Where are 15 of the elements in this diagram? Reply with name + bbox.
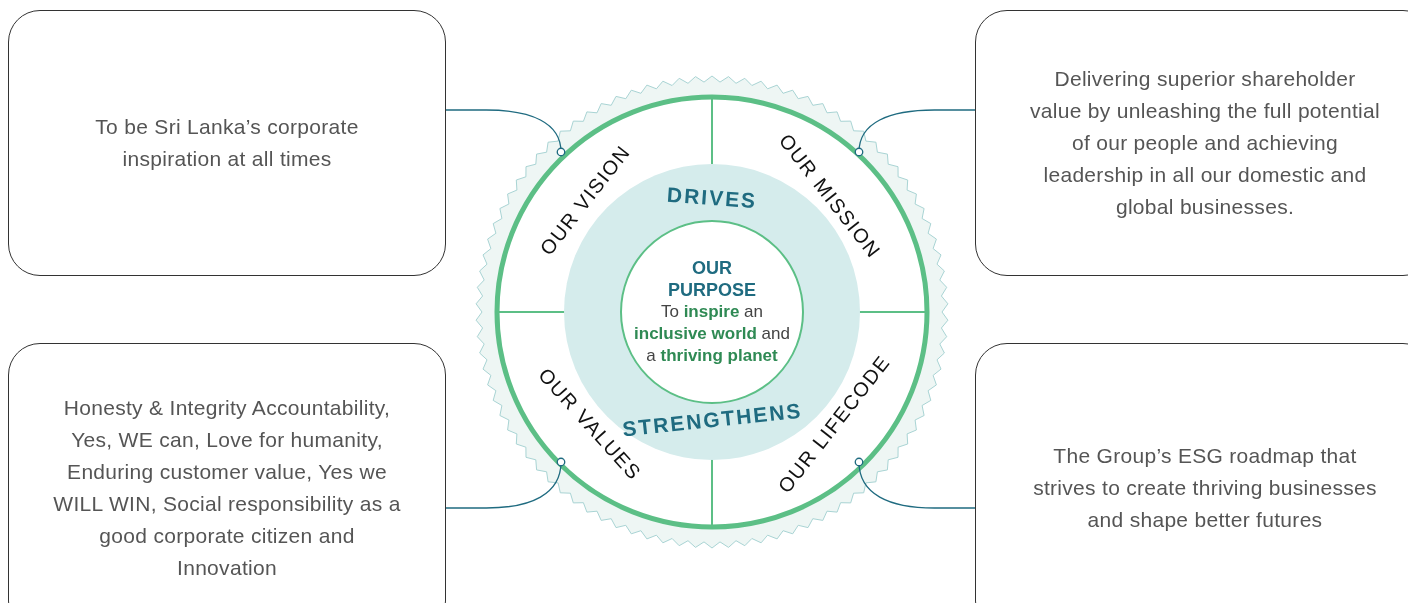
card-text: Honesty & Integrity Accountability, Yes, WE can, Love for humanity, Enduring customer value, Yes we WILL WIN, Social responsibility as a good corporate citizen and Innovation (52, 395, 402, 581)
ring-word: DRIVES (666, 182, 758, 214)
leader-line (445, 457, 566, 509)
text-card (8, 343, 446, 603)
leader-line (854, 109, 976, 157)
card-text: Delivering superior shareholder value by unleashing the full potential of our people and achieving leadership in all our domestic and global businesses. (1030, 66, 1380, 220)
card-text: To be Sri Lanka’s corporate inspiration at all times (94, 114, 360, 172)
text-card (8, 10, 446, 276)
card-text: The Group’s ESG roadmap that strives to create thriving businesses and shape better futures (1032, 443, 1378, 533)
leader-line (854, 457, 976, 509)
purpose-heading: OUR PURPOSE (667, 257, 757, 301)
leader-line (445, 109, 566, 157)
purpose-text: To inspire an inclusive world and a thriving planet (633, 301, 791, 367)
text-card (975, 10, 1408, 276)
text-card (975, 343, 1408, 603)
